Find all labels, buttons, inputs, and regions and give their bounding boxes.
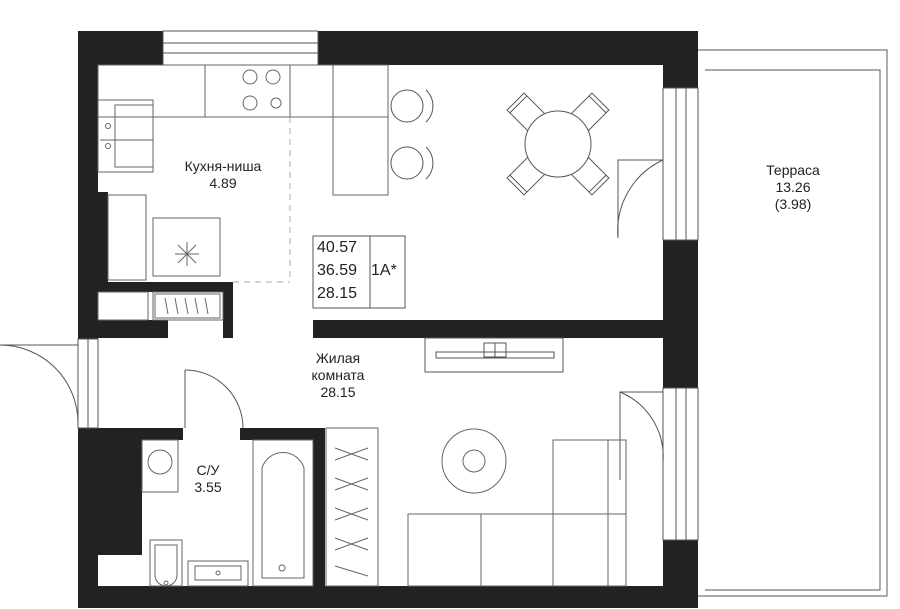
living-furniture bbox=[325, 427, 627, 587]
terrace-area: 13.26 bbox=[775, 179, 811, 195]
kitchen-boundary bbox=[233, 117, 291, 283]
bathroom-name: С/У bbox=[196, 462, 220, 478]
total-area: 40.57 bbox=[317, 239, 358, 256]
bathroom-label: С/У 3.55 bbox=[178, 462, 238, 496]
apartment-type: 1А* bbox=[371, 262, 397, 279]
area-without-terrace: 36.59 bbox=[317, 262, 358, 279]
kitchen-furniture bbox=[97, 64, 389, 321]
terrace-area-reduced: (3.98) bbox=[774, 196, 812, 212]
wardrobe-hangers bbox=[154, 293, 221, 319]
bathroom-fixtures bbox=[141, 439, 314, 587]
living-name-line2: комната bbox=[311, 367, 365, 383]
bathroom-area: 3.55 bbox=[194, 479, 222, 495]
doors bbox=[0, 159, 664, 480]
tv-stand bbox=[424, 337, 564, 373]
summary-box bbox=[312, 235, 406, 309]
terrace-outline bbox=[698, 49, 888, 597]
terrace-name: Терраса bbox=[766, 162, 820, 178]
apartment-summary: 40.57 36.59 28.15 1А* bbox=[313, 236, 405, 308]
terrace-label: Терраса 13.26 (3.98) bbox=[745, 162, 841, 213]
kitchen-area: 4.89 bbox=[209, 175, 237, 191]
living-area: 28.15 bbox=[320, 384, 356, 400]
windows bbox=[77, 30, 699, 541]
living-name-line1: Жилая bbox=[315, 350, 361, 366]
living-area: 28.15 bbox=[317, 285, 358, 302]
kitchen-label: Кухня-ниша 4.89 bbox=[175, 158, 271, 192]
kitchen-name: Кухня-ниша bbox=[184, 158, 262, 174]
bar-stools bbox=[390, 89, 434, 180]
dining-table bbox=[506, 92, 610, 196]
living-label: Жилая комната 28.15 bbox=[290, 350, 386, 401]
walls bbox=[78, 31, 698, 608]
